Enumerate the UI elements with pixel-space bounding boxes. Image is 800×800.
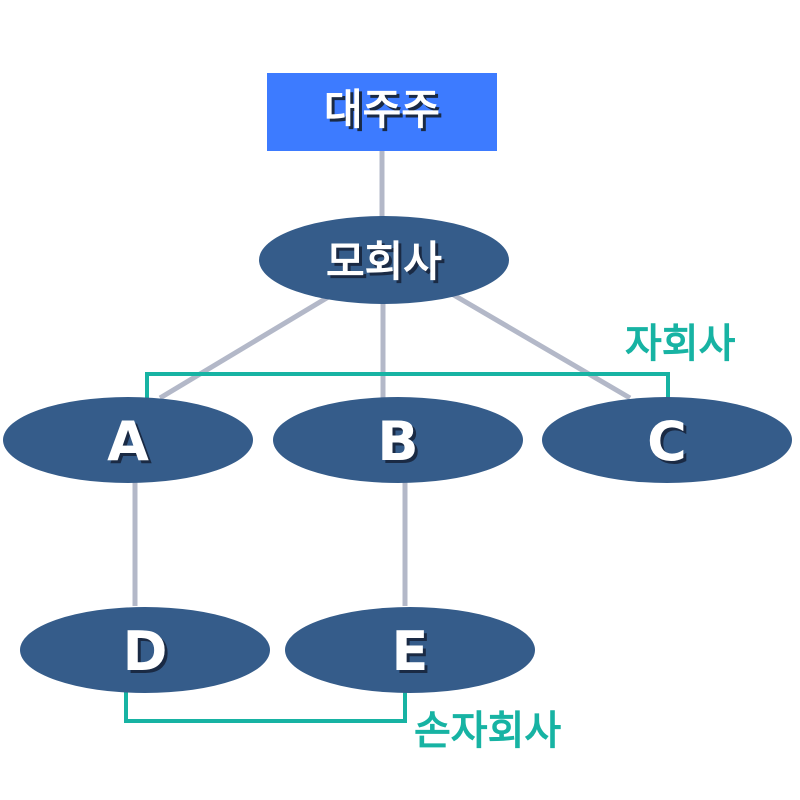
company-e-label-shadow: E (395, 623, 432, 686)
connector-parent-to-c (450, 291, 632, 401)
company-e-ellipse (285, 607, 535, 693)
company-b-ellipse (273, 397, 523, 483)
major-shareholder-label-shadow: 대주주 (327, 88, 443, 137)
parent-company-label: 모회사 (326, 237, 442, 286)
company-d-label-shadow: D (126, 623, 171, 686)
company-b-label: B (377, 410, 418, 473)
connector-lines (132, 150, 632, 606)
company-a-label: A (107, 410, 149, 473)
subsidiary-label: 자회사 (625, 321, 736, 367)
company-e-node: E E (285, 607, 535, 693)
company-d-ellipse (20, 607, 270, 693)
company-d-label: D (123, 620, 168, 683)
company-d-node: D D (20, 607, 270, 693)
sub-subsidiary-bracket (124, 690, 407, 723)
company-b-node: B B (273, 397, 523, 483)
company-c-node: C C (542, 397, 792, 483)
subsidiary-bracket (145, 372, 670, 398)
parent-company-node: 모회사 모회사 (259, 216, 509, 304)
sub-subsidiary-label: 손자회사 (414, 708, 561, 754)
company-a-node: A A (3, 397, 253, 483)
company-a-ellipse (3, 397, 253, 483)
company-a-label-shadow: A (110, 413, 152, 476)
major-shareholder-label: 대주주 (324, 85, 440, 134)
company-c-label-shadow: C (650, 413, 690, 476)
company-c-ellipse (542, 397, 792, 483)
major-shareholder-box (267, 73, 497, 151)
company-c-label: C (647, 410, 687, 473)
parent-company-label-shadow: 모회사 (329, 240, 445, 289)
connector-parent-to-a (158, 293, 332, 401)
company-b-label-shadow: B (380, 413, 421, 476)
company-e-label: E (392, 620, 429, 683)
parent-company-ellipse (259, 216, 509, 304)
major-shareholder-node: 대주주 대주주 (267, 73, 497, 151)
